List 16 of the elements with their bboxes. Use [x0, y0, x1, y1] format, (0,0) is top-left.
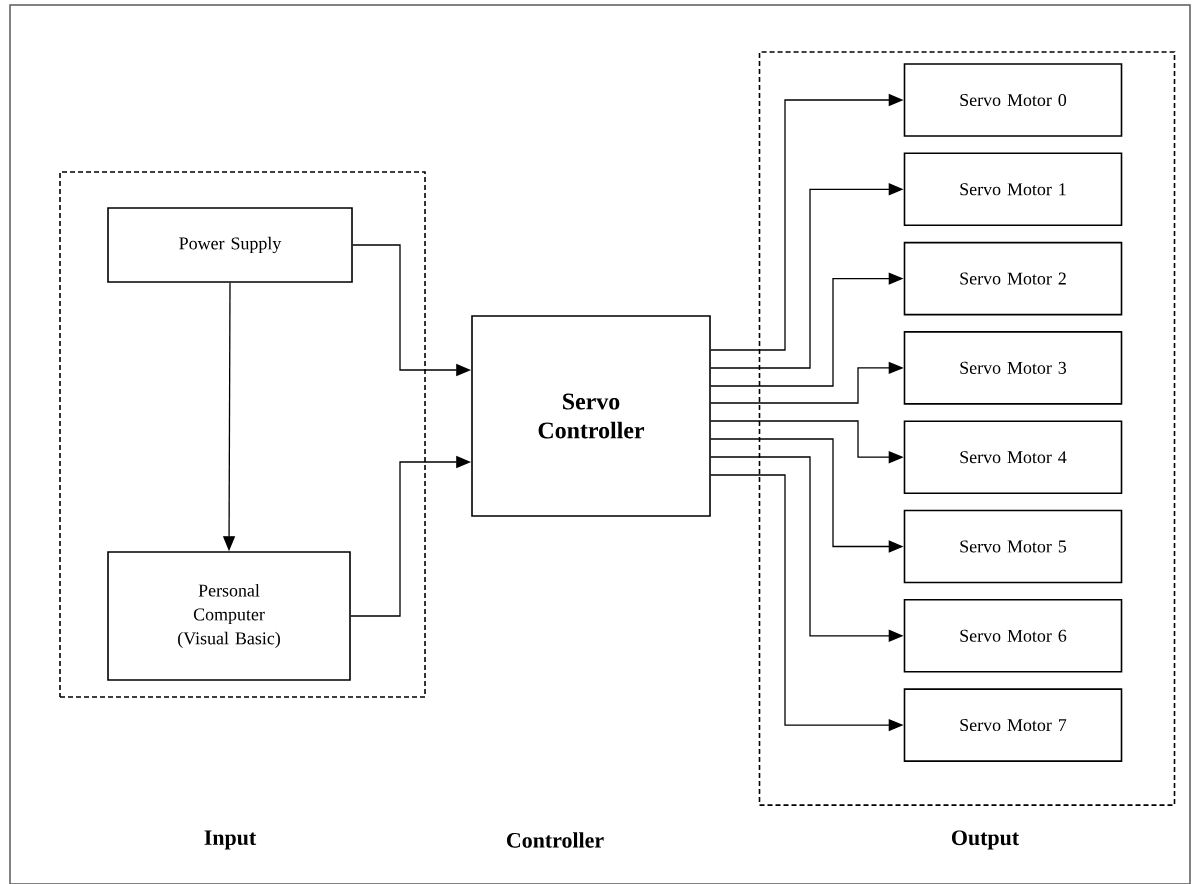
- block-box: Power Supply: [107, 207, 353, 283]
- dashed-group-box: [758, 51, 1176, 806]
- block-box: Servo Motor 4: [903, 420, 1123, 494]
- section-label: Controller: [507, 832, 604, 848]
- dashed-group-box: [59, 171, 426, 698]
- section-label: Output: [951, 830, 1019, 850]
- block-box: Servo Motor 3: [903, 331, 1123, 405]
- block-box: Servo Motor 0: [903, 63, 1123, 137]
- controller-box: Servo Controller: [471, 315, 711, 517]
- section-label: Input: [204, 830, 257, 850]
- block-box: Servo Motor 6: [903, 599, 1123, 673]
- block-box: Servo Motor 1: [903, 152, 1123, 227]
- block-box: Servo Motor 7: [903, 688, 1123, 762]
- block-box: Servo Motor 2: [903, 241, 1123, 316]
- block-box: Personal Computer (Visual Basic): [107, 551, 351, 681]
- block-box: Servo Motor 5: [903, 509, 1123, 584]
